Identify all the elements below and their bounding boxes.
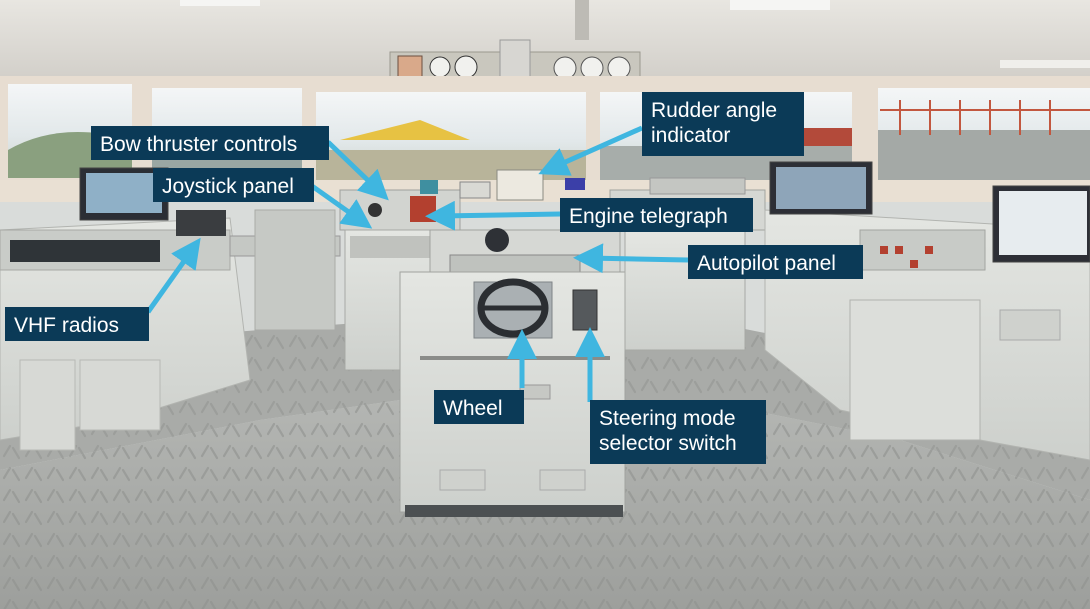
label-bow-thruster-controls: Bow thruster controls <box>91 126 329 160</box>
label-joystick-panel: Joystick panel <box>153 168 314 202</box>
label-wheel: Wheel <box>434 390 524 424</box>
label-rudder-angle-indicator: Rudder angle indicator <box>642 92 804 156</box>
label-autopilot-panel: Autopilot panel <box>688 245 863 279</box>
label-engine-telegraph: Engine telegraph <box>560 198 753 232</box>
label-vhf-radios: VHF radios <box>5 307 149 341</box>
label-steering-mode-selector-switch: Steering mode selector switch <box>590 400 766 464</box>
